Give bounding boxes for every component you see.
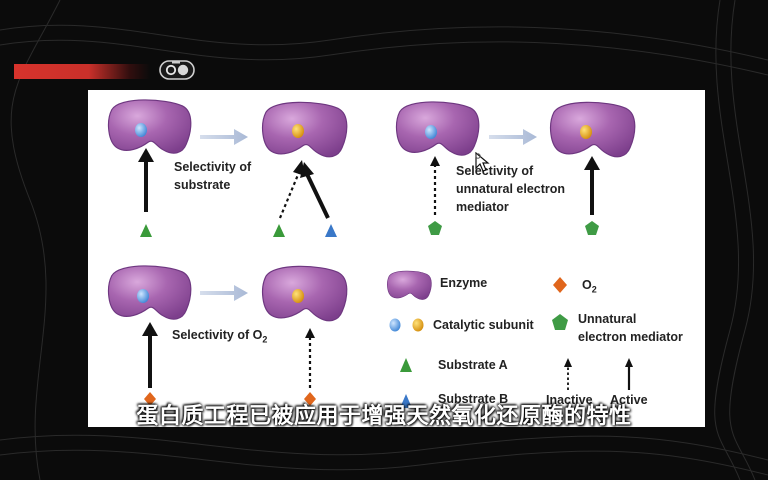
substrate-a-icon: [140, 224, 152, 237]
legend-substrate-b-label: Substrate B: [438, 392, 509, 406]
enzyme-selectivity-figure: Selectivity of substrate Selectivity of …: [88, 90, 705, 427]
process-arrow: [200, 285, 248, 301]
legend-enzyme-label: Enzyme: [440, 276, 488, 290]
video-subtitle: 蛋白质工程已被应用于增强天然氧化还原酶的特性: [136, 404, 632, 429]
legend-active-label: Active: [610, 393, 648, 407]
legend-substrate-b-icon: [400, 394, 412, 408]
catalytic-subunit-blue: [425, 125, 437, 139]
inactive-arrow: [278, 169, 302, 219]
legend-subunit-gold-icon: [412, 318, 424, 332]
enzyme-shape: [549, 101, 636, 158]
catalytic-subunit-blue: [137, 289, 149, 303]
legend-o2-label: O2: [582, 278, 597, 295]
mediator-selectivity-label-2: unnatural electron: [456, 182, 566, 196]
legend-o2-icon: [553, 277, 567, 293]
enzyme-shape: [107, 265, 192, 320]
mouse-cursor-icon: [475, 152, 490, 172]
mediator-icon: [428, 221, 442, 235]
enzyme-shape: [395, 101, 480, 156]
enzyme-shape: [261, 265, 348, 322]
legend-catalytic-label: Catalytic subunit: [433, 318, 534, 332]
legend-inactive-label: Inactive: [546, 393, 593, 407]
accent-red-bar: [14, 64, 150, 79]
catalytic-subunit-gold: [292, 289, 304, 303]
catalytic-subunit-gold: [292, 124, 304, 138]
substrate-selectivity-label-1: Selectivity of: [174, 160, 252, 174]
legend-enzyme-icon: [387, 270, 432, 300]
legend-substrate-a-label: Substrate A: [438, 358, 508, 372]
active-arrow: [304, 171, 330, 219]
o2-selectivity-label: Selectivity of O2: [172, 328, 268, 345]
legend-mediator-label-2: electron mediator: [578, 330, 683, 344]
substrate-a-icon: [273, 224, 285, 237]
mediator-selectivity-label-3: mediator: [456, 200, 509, 214]
o2-icon: [304, 392, 316, 406]
substrate-b-icon: [325, 224, 337, 237]
camera-icon: [159, 60, 195, 80]
legend-mediator-label-1: Unnatural: [578, 312, 637, 326]
o2-icon: [144, 392, 156, 406]
mediator-icon: [585, 221, 599, 235]
substrate-selectivity-label-2: substrate: [174, 178, 231, 192]
mediator-selectivity-label-1: Selectivity of: [456, 164, 534, 178]
process-arrow: [489, 129, 537, 145]
process-arrow: [200, 129, 248, 145]
legend-substrate-a-icon: [400, 358, 412, 372]
legend-mediator-icon: [552, 314, 568, 330]
enzyme-shape: [261, 101, 348, 158]
enzyme-shape: [107, 99, 192, 154]
legend-subunit-blue-icon: [389, 318, 401, 332]
catalytic-subunit-gold: [580, 125, 592, 139]
catalytic-subunit-blue: [135, 123, 147, 137]
